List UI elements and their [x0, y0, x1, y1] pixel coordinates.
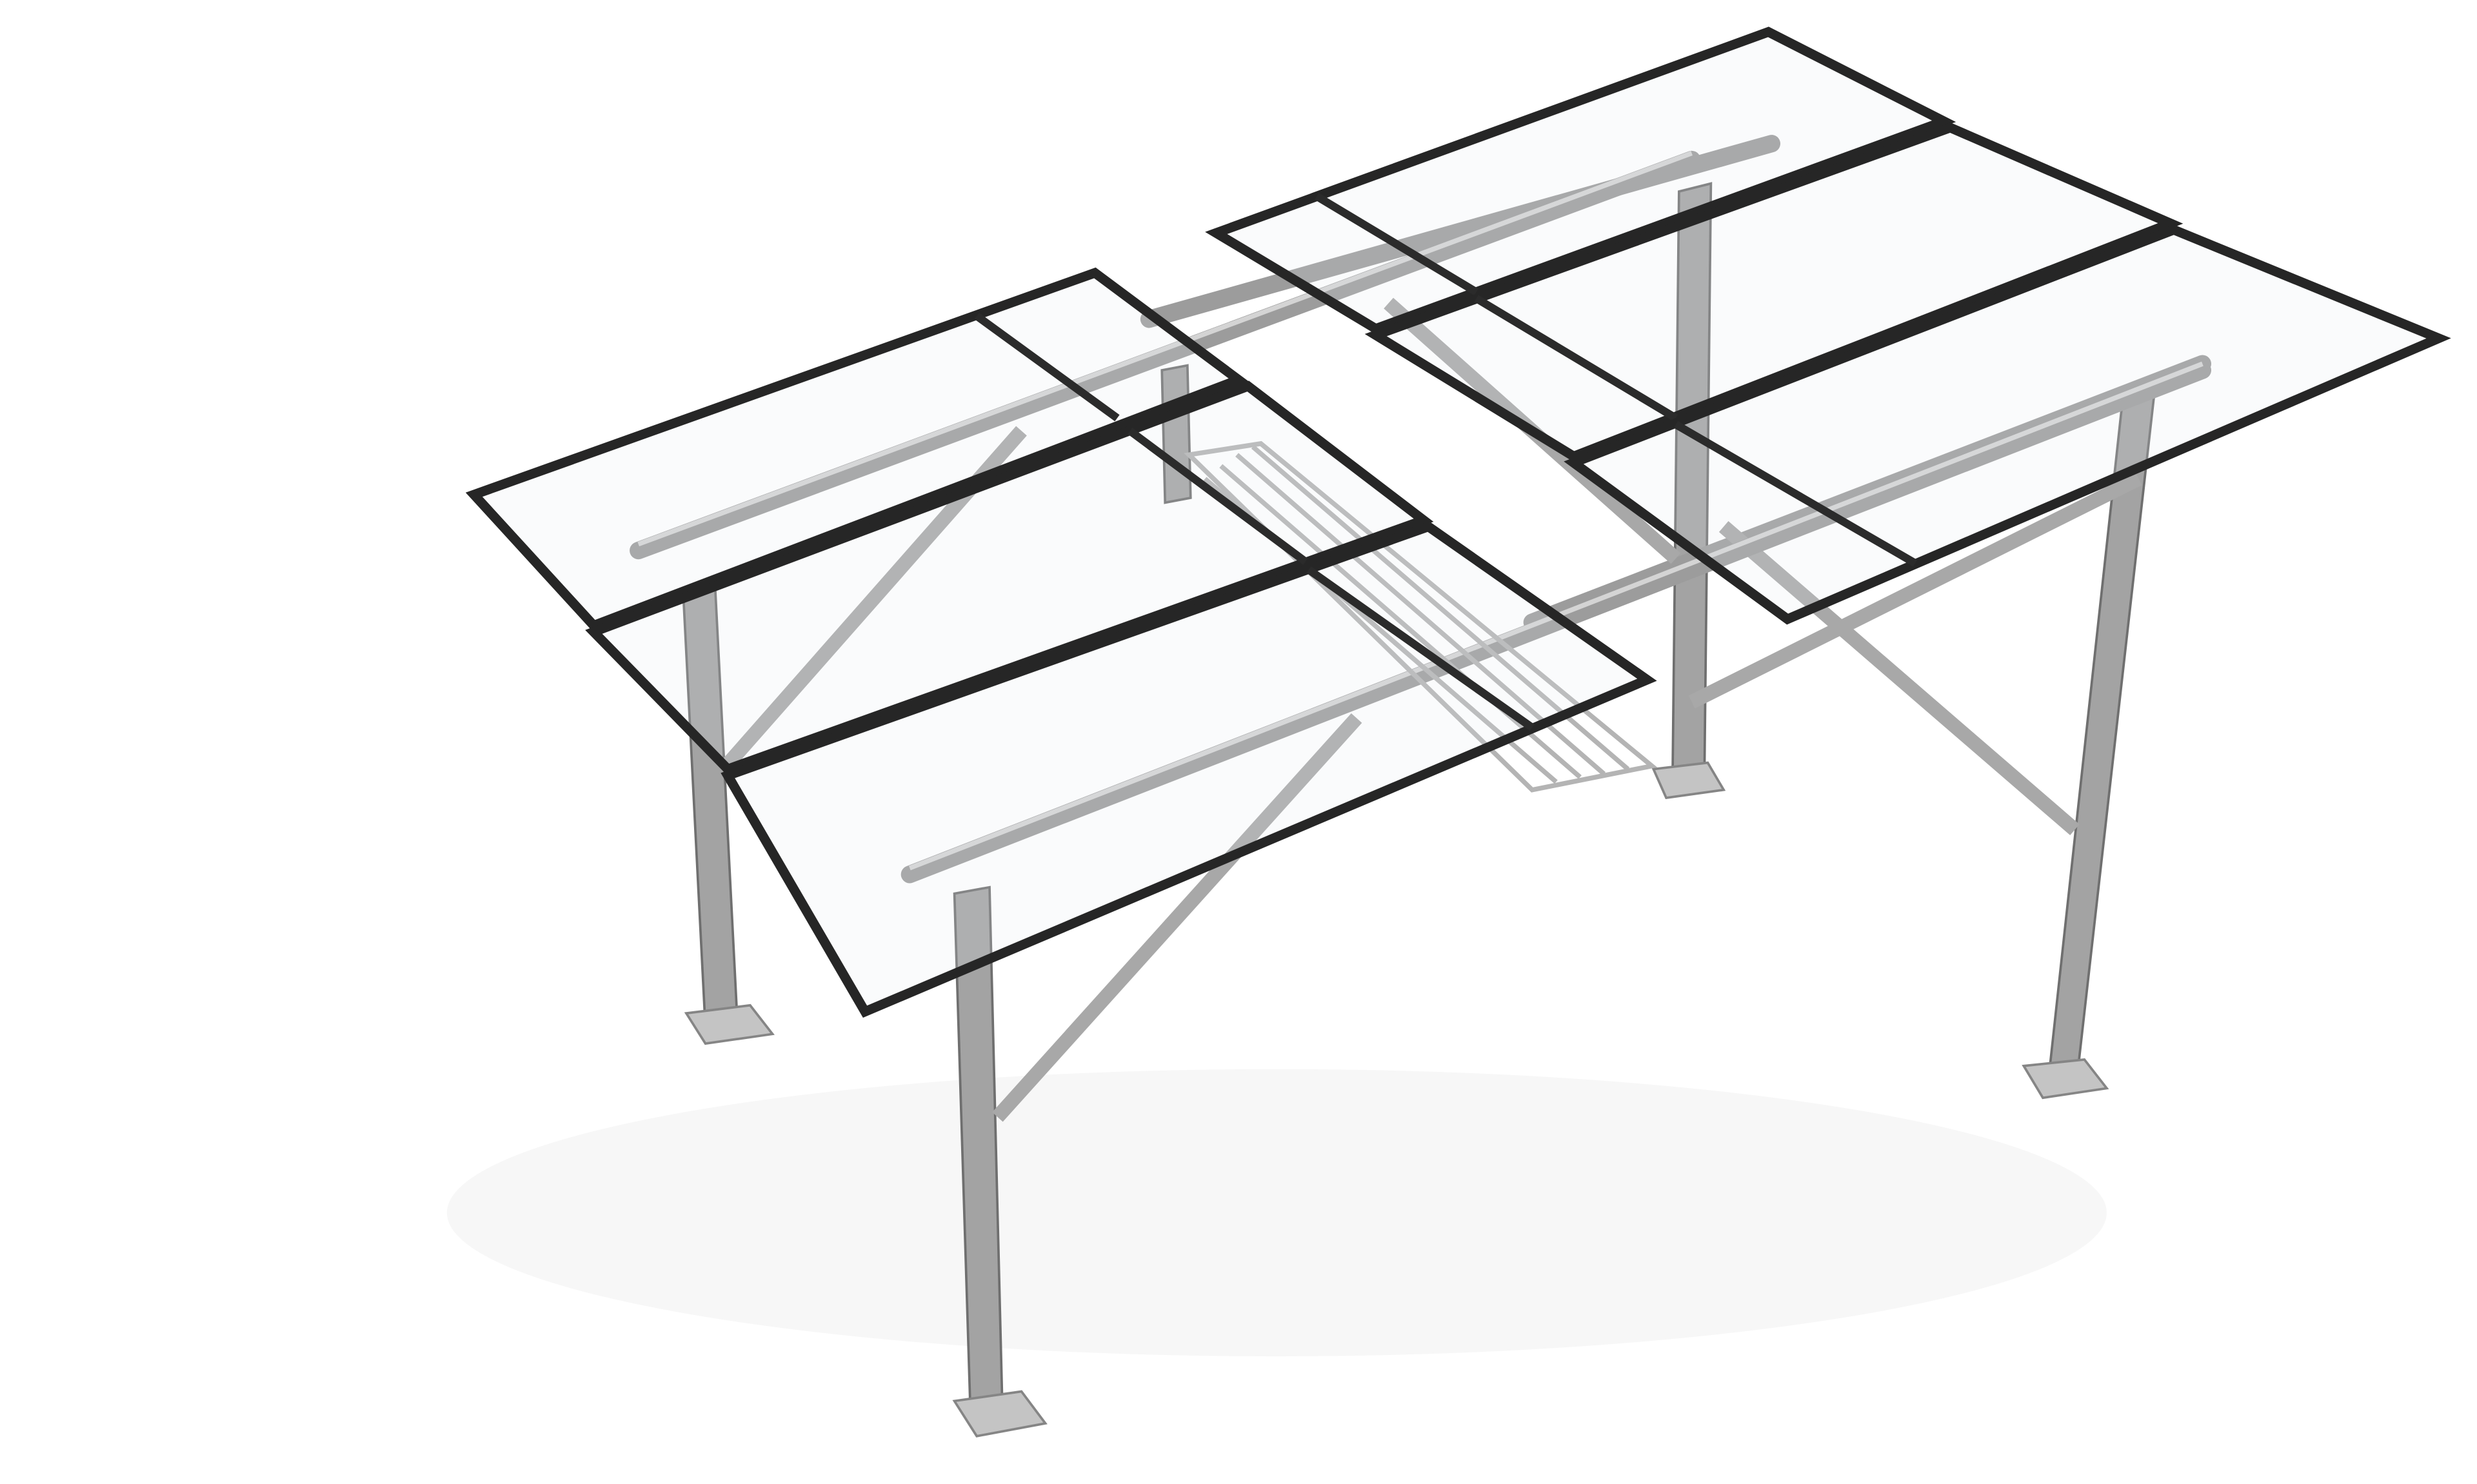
panel-row-2: [585, 381, 1434, 775]
panel-divider: [1306, 566, 1535, 731]
rail-beam: [630, 150, 1701, 560]
ground-shadows: [447, 1069, 2107, 1356]
panel-divider: [1673, 420, 1918, 567]
panel-divider: [974, 312, 1120, 422]
left-solar-array: [465, 267, 1657, 1018]
cross-brace: [1688, 472, 2142, 709]
base-plate: [1651, 761, 1726, 800]
base-plate: [2022, 1058, 2109, 1100]
panel-row-1: [1205, 26, 1956, 334]
base-plate: [952, 1390, 1048, 1438]
panel-divider: [1474, 295, 1678, 422]
diagonal-brace: [1718, 521, 2080, 836]
panel-row-2: [1364, 122, 2184, 462]
right-solar-array: [1205, 26, 2451, 625]
base-plate: [684, 1004, 775, 1045]
diagonal-brace: [992, 713, 1362, 1122]
panel-row-3: [1564, 224, 2451, 625]
panel-row-1: [465, 267, 1249, 631]
panel-divider: [1315, 193, 1478, 296]
panel-divider: [1128, 428, 1308, 565]
rail-beam: [900, 361, 2212, 884]
rail-beam-highlight: [637, 151, 1693, 547]
